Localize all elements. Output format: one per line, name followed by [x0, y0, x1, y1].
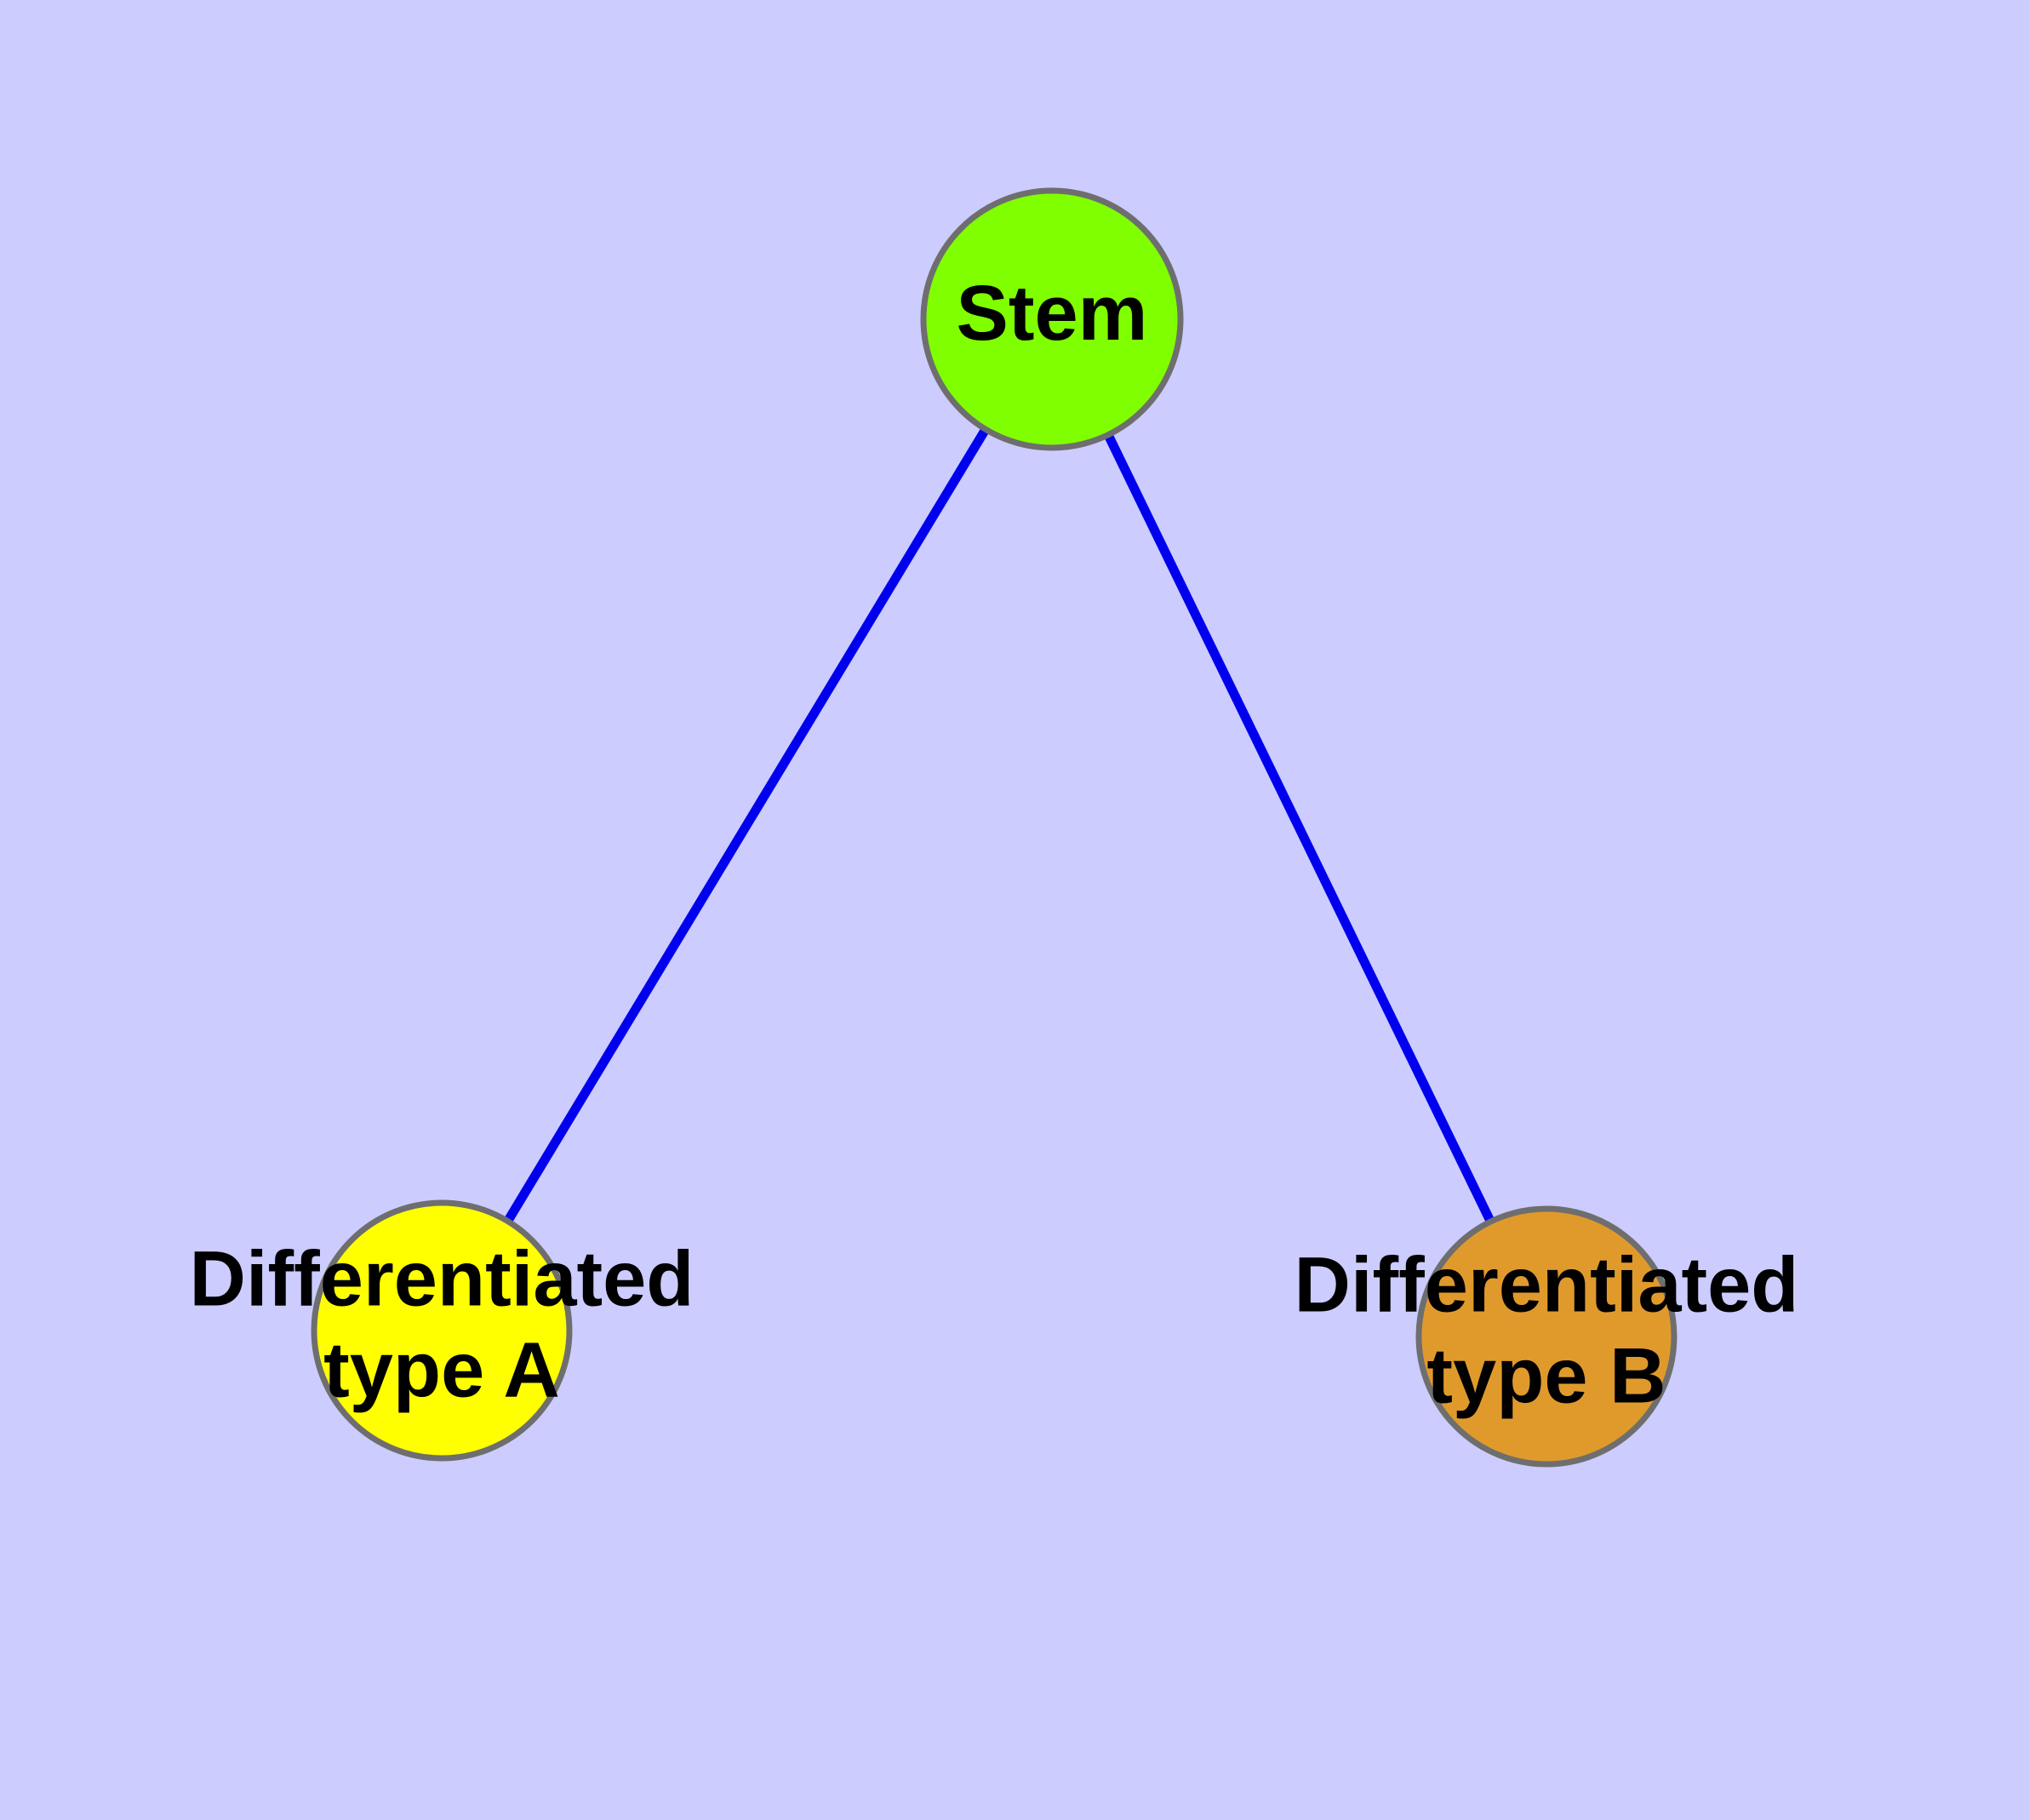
- graph-node-label-line: Stem: [957, 270, 1148, 357]
- edge-layer: [502, 425, 1496, 1226]
- node-layer: [311, 187, 1677, 1468]
- graph-node-label-line: type A: [323, 1327, 560, 1414]
- graph-node-label-line: type B: [1426, 1333, 1666, 1420]
- graph-edge-stem-to-diff_b: [1103, 431, 1496, 1226]
- graph-node-diff_b[interactable]: [1415, 1205, 1677, 1468]
- graph-node-stem[interactable]: [920, 187, 1184, 451]
- graph-node-label-stem: Stem: [957, 270, 1148, 357]
- graph-edge-stem-to-diff_a: [502, 425, 991, 1226]
- graph-node-label-line: Differentiated: [190, 1236, 694, 1323]
- graph-node-diff_a[interactable]: [311, 1199, 573, 1462]
- graph-node-label-line: Differentiated: [1295, 1242, 1799, 1329]
